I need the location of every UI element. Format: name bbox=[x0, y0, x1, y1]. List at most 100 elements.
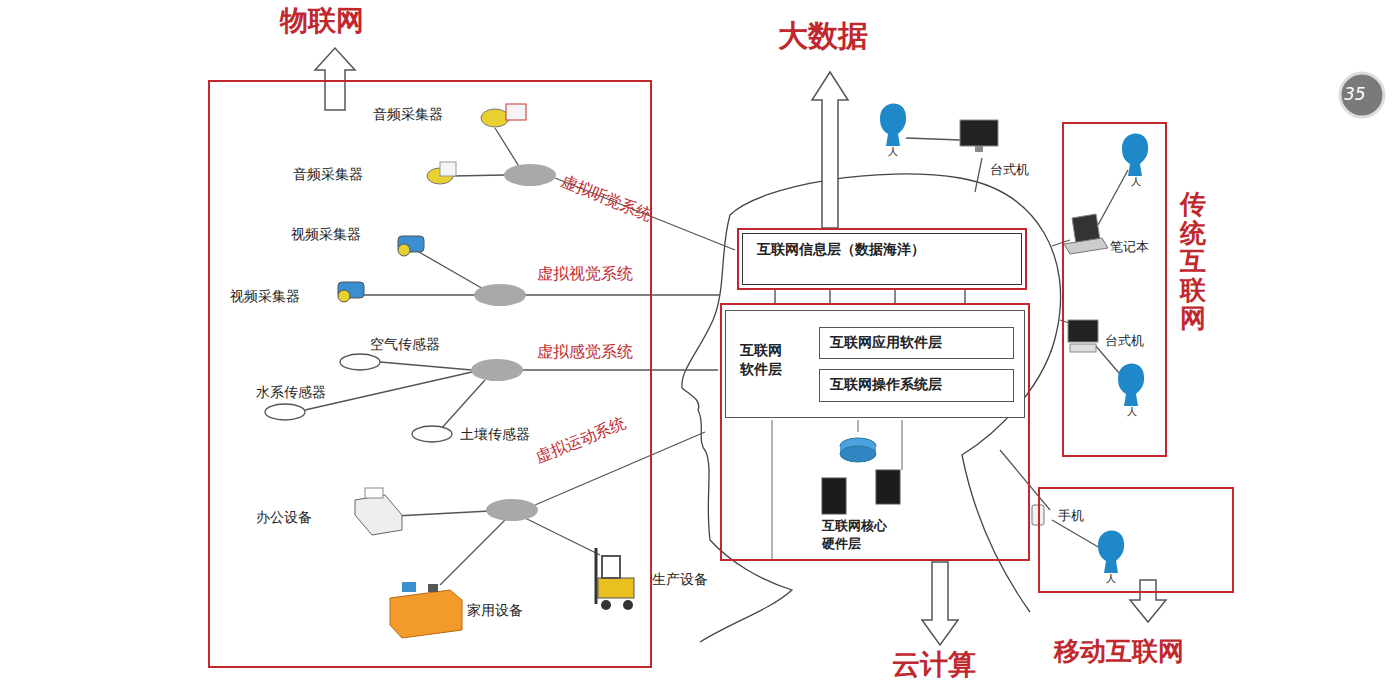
wire bbox=[440, 380, 485, 430]
home-device-icon bbox=[390, 590, 462, 638]
region-box: 物联网 bbox=[208, 80, 652, 668]
part-label: 办公设备 bbox=[256, 509, 312, 526]
wire bbox=[380, 362, 472, 370]
audio-collector-icon bbox=[440, 162, 456, 176]
badge-number: 35 bbox=[1344, 84, 1366, 104]
node-text: 互联网软件层 bbox=[740, 341, 785, 379]
production-device-icon bbox=[595, 548, 598, 604]
person-icon bbox=[1098, 530, 1124, 573]
production-device-icon bbox=[598, 578, 634, 598]
person-icon bbox=[880, 103, 906, 146]
hollow-arrow bbox=[812, 72, 848, 228]
router-icon bbox=[840, 438, 876, 462]
computer-icon bbox=[975, 146, 983, 152]
layer-box: 互联网软件层互联网应用软件层互联网操作系统层 bbox=[725, 310, 1025, 418]
office-device-icon bbox=[365, 488, 383, 498]
wire bbox=[452, 175, 505, 176]
person-icon bbox=[1122, 133, 1148, 176]
connector bbox=[774, 290, 775, 303]
hollow-arrow bbox=[922, 562, 958, 645]
part-label: 人 bbox=[1131, 176, 1141, 188]
head-outline bbox=[682, 174, 1061, 642]
node-text: 互联网应用软件层 bbox=[830, 334, 942, 352]
system-label: 虚拟运动系统 bbox=[532, 413, 628, 467]
hub-ellipse bbox=[486, 499, 538, 521]
office-device-icon bbox=[355, 488, 402, 535]
audio-collector-icon bbox=[506, 104, 526, 120]
connector bbox=[964, 290, 965, 303]
part-label: 音频采集器 bbox=[293, 166, 363, 183]
home-device-icon bbox=[390, 582, 462, 638]
hub-ellipse bbox=[504, 164, 556, 186]
region-box: 移动互联网 bbox=[1038, 487, 1234, 593]
part-label: 笔记本 bbox=[1110, 239, 1149, 255]
wire bbox=[1000, 450, 1050, 510]
office-device-icon bbox=[355, 495, 402, 535]
wire bbox=[901, 420, 902, 470]
person-icon bbox=[1118, 363, 1144, 406]
part-label: 生产设备 bbox=[652, 571, 708, 588]
node-text: 传统互联网 bbox=[1180, 190, 1206, 333]
layer-box: 互联网应用软件层 bbox=[819, 327, 1014, 359]
system-label: 虚拟视觉系统 bbox=[537, 264, 633, 283]
video-collector-icon bbox=[398, 244, 410, 256]
part-label: 水系传感器 bbox=[256, 384, 326, 401]
part-label: 台式机 bbox=[990, 162, 1029, 178]
part-label: 人 bbox=[1106, 573, 1116, 585]
part-label: 人 bbox=[1127, 406, 1137, 418]
region-box: 传统互联网 bbox=[1062, 122, 1167, 457]
wire bbox=[495, 128, 520, 168]
node-text: 互联网核心硬件层 bbox=[822, 517, 890, 552]
home-device-icon bbox=[402, 582, 416, 592]
part-label: 视频采集器 bbox=[291, 226, 361, 243]
node-text: 互联网信息层（数据海洋） bbox=[757, 241, 925, 259]
layer-box: 互联网信息层（数据海洋） bbox=[737, 228, 1027, 290]
hollow-arrow bbox=[315, 48, 355, 110]
server-icon bbox=[822, 470, 900, 514]
part-label: 台式机 bbox=[1105, 333, 1144, 349]
home-device-icon bbox=[428, 584, 438, 592]
wire bbox=[522, 369, 718, 370]
video-collector-icon bbox=[338, 290, 350, 302]
badge-circle bbox=[1340, 73, 1384, 117]
part-label: 人 bbox=[888, 146, 898, 158]
computer-icon bbox=[1070, 344, 1096, 352]
server-icon bbox=[876, 470, 900, 504]
router-icon bbox=[840, 446, 876, 462]
badge-circle bbox=[1340, 73, 1384, 117]
production-device-icon bbox=[601, 600, 611, 610]
wire bbox=[857, 420, 858, 432]
wire bbox=[1052, 520, 1100, 548]
sensor-ring bbox=[265, 404, 305, 420]
part-label: 手机 bbox=[1058, 508, 1084, 524]
wire bbox=[771, 420, 772, 560]
node-text: 移动互联网 bbox=[1054, 634, 1184, 669]
part-label: 视频采集器 bbox=[230, 288, 300, 305]
hollow-arrow bbox=[1130, 580, 1166, 622]
production-device-icon bbox=[602, 556, 620, 578]
connector bbox=[829, 290, 830, 303]
system-label: 虚拟听觉系统 bbox=[558, 171, 654, 225]
wire bbox=[525, 294, 720, 295]
wire bbox=[305, 372, 472, 410]
part-label: 家用设备 bbox=[467, 602, 523, 619]
hub-ellipse bbox=[474, 284, 526, 306]
production-device-icon bbox=[596, 548, 634, 610]
wire bbox=[906, 138, 960, 140]
part-label: 云计算 bbox=[892, 648, 976, 682]
part-label: 音频采集器 bbox=[373, 106, 443, 123]
audio-collector-icon bbox=[481, 109, 509, 127]
production-device-icon bbox=[623, 600, 633, 610]
layer-box: 互联网核心硬件层互联网软件层互联网应用软件层互联网操作系统层 bbox=[720, 303, 1030, 561]
wire bbox=[975, 158, 982, 192]
server-icon bbox=[822, 478, 846, 514]
sensor-ring bbox=[412, 426, 452, 442]
part-label: 土壤传感器 bbox=[460, 426, 530, 443]
part-label: 大数据 bbox=[778, 18, 868, 54]
sensor-ring bbox=[340, 354, 380, 370]
wire bbox=[440, 520, 505, 585]
computer-icon bbox=[960, 120, 998, 146]
hub-ellipse bbox=[471, 359, 523, 381]
